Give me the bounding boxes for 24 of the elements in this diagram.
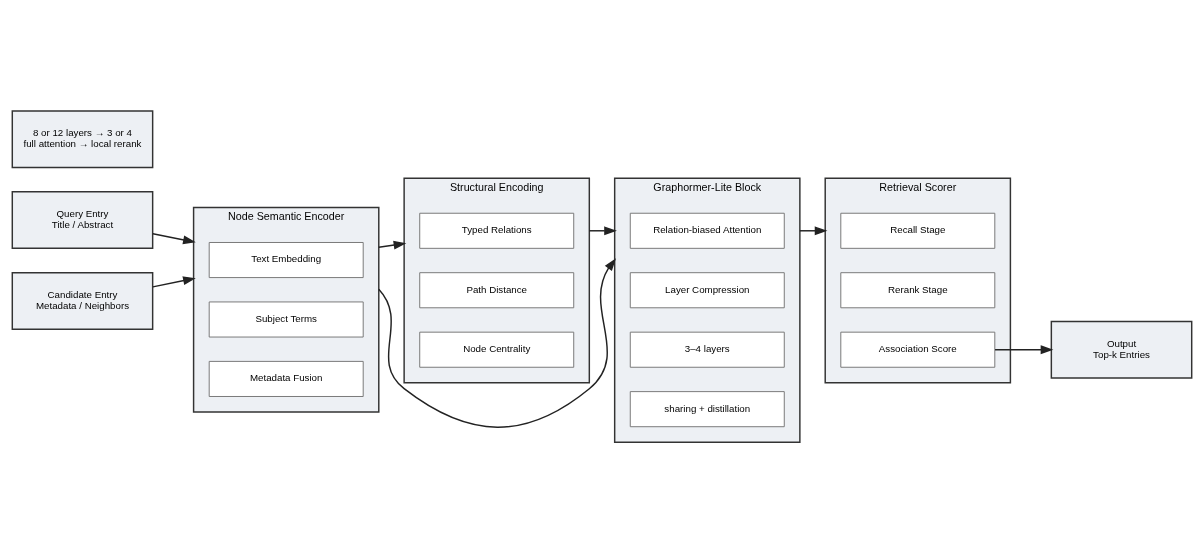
node-box: Recall Stage: [840, 212, 996, 249]
node-box: Relation-biased Attention: [629, 212, 785, 249]
node-box: 8 or 12 layers → 3 or 4 full attention → local rerank: [11, 109, 154, 168]
arrow: [152, 232, 196, 244]
node-box: 3–4 layers: [629, 331, 785, 368]
arrow: [799, 225, 828, 235]
node-box: Node Centrality: [419, 331, 575, 368]
node-box: Subject Terms: [208, 300, 364, 337]
node-box: Rerank Stage: [840, 271, 996, 308]
arrow: [152, 275, 196, 288]
arrow: [378, 257, 616, 428]
arrow: [588, 225, 617, 235]
node-box: Layer Compression: [629, 271, 785, 308]
node-box: Output Top-k Entries: [1050, 320, 1193, 379]
node-box: Metadata Fusion: [208, 360, 364, 397]
node-box: Candidate Entry Metadata / Neighbors: [11, 271, 154, 330]
node-box: Typed Relations: [419, 212, 575, 249]
node-box: Query Entry Title / Abstract: [11, 190, 154, 249]
node-box: Path Distance: [419, 271, 575, 308]
arrow: [378, 240, 407, 249]
node-box: Text Embedding: [208, 241, 364, 278]
arrow: [994, 344, 1054, 354]
node-box: sharing + distillation: [629, 390, 785, 427]
node-box: Association Score: [840, 331, 996, 368]
